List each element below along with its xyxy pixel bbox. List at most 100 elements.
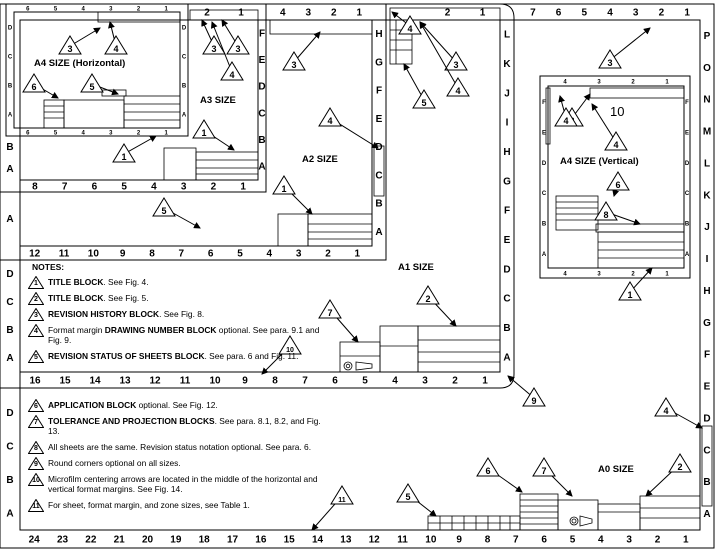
svg-text:4: 4 <box>113 44 118 54</box>
a0-bottom-zone-label: 13 <box>340 535 352 546</box>
svg-text:6: 6 <box>615 180 620 190</box>
a0-bottom-zone-label: 22 <box>85 535 97 546</box>
a1-tolerance-block <box>339 341 381 373</box>
a4h-top-zone-label: 3 <box>109 7 113 13</box>
a0-bottom-zone-label: 24 <box>29 535 41 546</box>
a0-title-block <box>597 495 701 531</box>
a0-bottom-zone-label: 1 <box>683 535 689 546</box>
a0-right-zone-label: M <box>703 127 711 138</box>
a4v-right-zone-label: D <box>685 161 690 167</box>
a4v-top-zone-label: 2 <box>631 80 635 86</box>
a4v-drawing-number-block <box>545 87 551 145</box>
a0-bottom-zone-label: 12 <box>369 535 381 546</box>
callout-1: 1 <box>618 267 653 301</box>
a1-title-block <box>379 325 501 373</box>
callout-4: 4 <box>318 107 379 149</box>
callout-4: 4 <box>591 103 628 151</box>
callout-3: 3 <box>221 19 250 55</box>
a4v-left-zone-label: D <box>542 161 547 167</box>
a4v-left-zone-label: F <box>542 100 546 106</box>
svg-text:3: 3 <box>235 44 240 54</box>
a0-right-zone-label: J <box>704 222 710 233</box>
note-number-triangle: 7 <box>28 415 44 428</box>
notes-title: NOTES: <box>32 262 65 272</box>
a0-right-zone-label: B <box>703 477 710 488</box>
a0-right-zone-label: I <box>706 254 709 265</box>
svg-text:2: 2 <box>425 294 430 304</box>
callout-11: 11 <box>311 485 354 531</box>
svg-text:6: 6 <box>485 466 490 476</box>
a1-right-zone-label: L <box>504 30 510 41</box>
a4h-left-zone-label: C <box>8 55 13 61</box>
a0-top-zone-label: 2 <box>659 8 665 19</box>
svg-text:1: 1 <box>281 184 286 194</box>
a2-top-zone-label: 4 <box>280 8 286 19</box>
svg-text:4: 4 <box>563 116 568 126</box>
a0-right-zone-label: F <box>704 350 710 361</box>
a3-right-zone-label: D <box>258 82 265 93</box>
a4h-top-zone-label: 5 <box>54 7 58 13</box>
a4h-bottom-zone-label: 5 <box>54 131 58 137</box>
a4v-right-zone-label: E <box>685 131 689 137</box>
a0-right-zone-label: P <box>704 31 711 42</box>
note-number-triangle: 3 <box>28 308 44 321</box>
a2-sheet-border <box>0 3 387 261</box>
a3-right-zone-label: B <box>258 135 265 146</box>
a2-right-zone-label: A <box>375 227 382 238</box>
callout-1: 1 <box>112 135 157 163</box>
a1-bottom-zone-label: 10 <box>209 376 221 387</box>
a3-drawing-frame <box>19 19 259 181</box>
a0-left-zone-label: A <box>6 508 13 519</box>
a3-right-zone-label: F <box>259 28 265 39</box>
a1-bottom-zone-label: 6 <box>332 376 338 387</box>
a4v-right-zone-label: C <box>685 191 690 197</box>
a2-right-zone-label: G <box>375 57 383 68</box>
a3-bottom-zone-label: 6 <box>92 182 98 193</box>
a1-bottom-zone-label: 11 <box>180 376 191 387</box>
a4h-top-zone-label: 2 <box>137 7 141 13</box>
a4v-ten-label: 10 <box>610 104 624 119</box>
a4v-left-zone-label: C <box>542 191 547 197</box>
a1-top-zone-label: 1 <box>480 8 486 19</box>
a1-right-zone-label: J <box>504 88 510 99</box>
a0-top-zone-label: 1 <box>684 8 690 19</box>
a1-right-zone-label: G <box>503 176 511 187</box>
a4h-top-zone-label: 6 <box>26 7 30 13</box>
a4h-right-zone-label: C <box>182 55 187 61</box>
a0-left-zone-label: D <box>6 408 13 419</box>
a0-bottom-zone-label: 5 <box>570 535 576 546</box>
callout-3: 3 <box>58 27 101 55</box>
a0-bottom-zone-label: 16 <box>255 535 267 546</box>
note-number-triangle: 9 <box>28 457 44 470</box>
callout-2: 2 <box>645 453 692 497</box>
a1-bottom-zone-label: 13 <box>119 376 131 387</box>
svg-text:3: 3 <box>607 58 612 68</box>
a1-right-zone-label: H <box>503 147 510 158</box>
callout-4: 4 <box>104 21 128 55</box>
svg-text:3: 3 <box>453 60 458 70</box>
a0-bottom-zone-label: 8 <box>485 535 491 546</box>
a2-bottom-zone-label: 5 <box>237 249 243 260</box>
a0-bottom-zone-label: 10 <box>425 535 437 546</box>
note-number-triangle: 2 <box>28 292 44 305</box>
a2-left-zone-label: A <box>6 214 13 225</box>
a2-drawing-number-block <box>373 145 385 197</box>
a4h-right-zone-label: B <box>182 84 187 90</box>
a4h-bottom-zone-label: 6 <box>26 131 30 137</box>
a4h-application-block <box>43 99 65 129</box>
a1-right-zone-label: A <box>503 352 510 363</box>
a0-bottom-zone-label: 14 <box>312 535 324 546</box>
a1-right-zone-label: K <box>503 59 511 70</box>
a0-bottom-zone-label: 6 <box>541 535 547 546</box>
a1-revision-history-block <box>389 7 501 21</box>
a4h-left-zone-label: D <box>8 26 13 32</box>
callout-3: 3 <box>598 27 651 69</box>
a4v-top-zone-label: 3 <box>597 80 601 86</box>
a4v-right-zone-label: A <box>685 252 690 258</box>
